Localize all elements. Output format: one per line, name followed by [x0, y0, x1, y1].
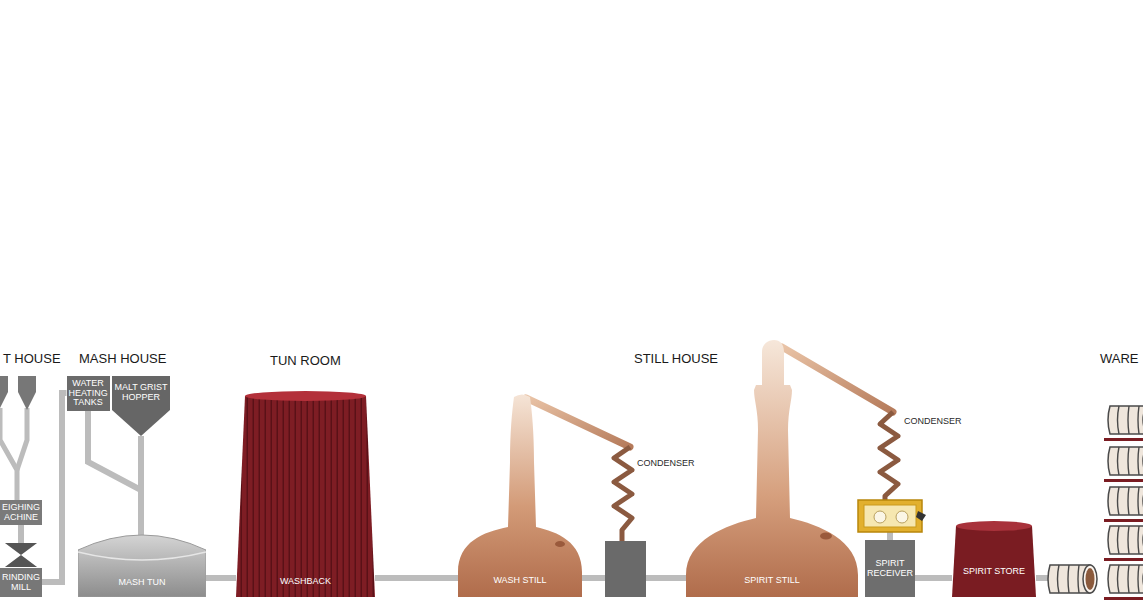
text-region: WATER HEATING TANKS	[67, 376, 110, 411]
pipe	[42, 393, 67, 582]
text-region: SPIRIT RECEIVER	[865, 540, 915, 597]
cask	[1048, 565, 1097, 593]
text-region: EIGHING ACHINE	[0, 500, 42, 525]
node-label: WASH STILL	[458, 576, 582, 586]
spirit-condenser	[782, 347, 898, 542]
text-region: WASH STILL	[458, 570, 582, 592]
water-tank: WATER HEATING TANKS	[67, 376, 110, 411]
part-label: CONDENSER	[637, 458, 695, 468]
spirit-store-shape	[952, 520, 1036, 597]
pipe	[375, 575, 458, 581]
section-heading: WARE	[1100, 351, 1139, 366]
wash-still-shape	[458, 392, 582, 597]
node-label: WASHBACK	[236, 577, 375, 587]
spirit-safe	[858, 500, 926, 532]
text-region: MALT GRIST HOPPER	[112, 376, 170, 410]
washback-vessel-shape	[236, 390, 375, 597]
pipe	[206, 575, 236, 581]
node-label: MALT GRIST HOPPER	[112, 383, 170, 402]
node-label: WATER HEATING TANKS	[67, 379, 110, 408]
washback-vessel: WASHBACK	[236, 390, 375, 597]
node-label: SPIRIT RECEIVER	[865, 559, 915, 578]
mash-tun: MASH TUN	[78, 528, 206, 597]
pipe	[88, 411, 141, 535]
node-label: RINDING MILL	[0, 573, 42, 592]
section-heading: TUN ROOM	[270, 353, 341, 368]
grinding-mill: RINDING MILL	[0, 543, 42, 597]
node-label: SPIRIT STORE	[952, 567, 1036, 577]
text-region: SPIRIT STORE	[952, 552, 1036, 592]
wash-still: WASH STILL	[458, 392, 582, 597]
text-region: MASH TUN	[78, 572, 206, 594]
pipe	[915, 575, 952, 581]
pipe	[18, 525, 24, 543]
warehouse-casks	[1104, 406, 1143, 600]
spirit-still: SPIRIT STILL	[686, 340, 858, 597]
pipe	[138, 436, 144, 535]
spirit-still-shape	[686, 340, 858, 597]
low-wines-receiver	[605, 541, 646, 597]
part-label: CONDENSER	[904, 416, 962, 426]
node-label: EIGHING ACHINE	[0, 503, 42, 522]
section-heading: MASH HOUSE	[79, 351, 166, 366]
spirit-receiver: SPIRIT RECEIVER	[865, 540, 915, 597]
spirit-store: SPIRIT STORE	[952, 520, 1036, 597]
section-heading: STILL HOUSE	[634, 351, 718, 366]
node-label: SPIRIT STILL	[686, 576, 858, 586]
malt-hoppers	[0, 376, 36, 500]
node-label: MASH TUN	[78, 578, 206, 588]
text-region: RINDING MILL	[0, 568, 42, 597]
section-heading: T HOUSE	[3, 351, 61, 366]
text-region: SPIRIT STILL	[686, 570, 858, 592]
weighing-machine: EIGHING ACHINE	[0, 500, 42, 525]
wash-condenser	[526, 398, 632, 542]
text-region: WASHBACK	[236, 572, 375, 592]
grist-hopper: MALT GRIST HOPPER	[112, 376, 170, 436]
